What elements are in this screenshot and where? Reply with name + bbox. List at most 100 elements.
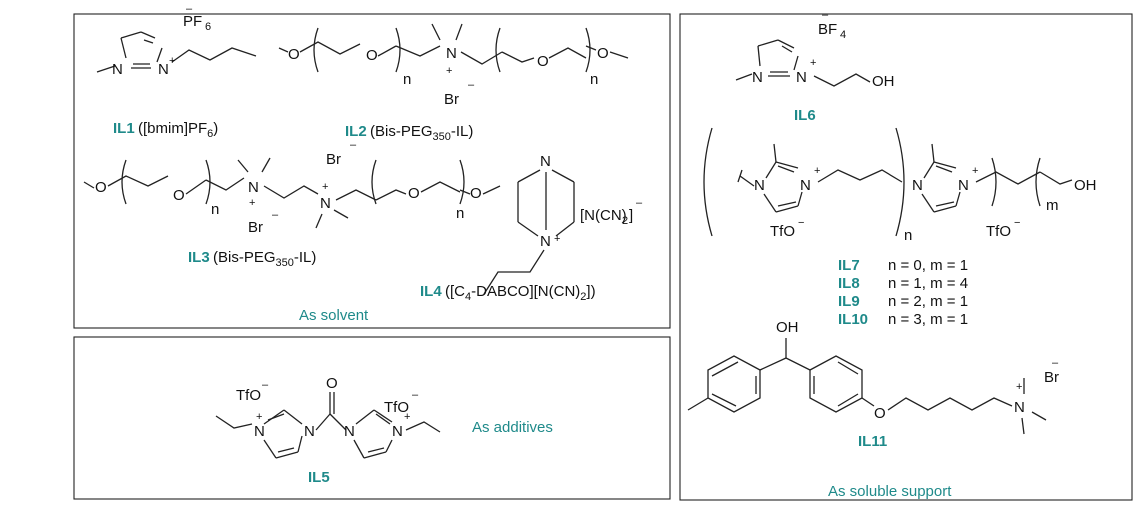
svg-text:N: N [540, 233, 551, 250]
svg-text:O: O [326, 375, 338, 392]
svg-text:]: ] [629, 207, 633, 224]
additives-box [73, 336, 671, 500]
il1-label: IL1 [113, 120, 135, 137]
il6-label: IL6 [794, 107, 816, 124]
svg-text:4: 4 [840, 29, 846, 41]
variants-list: IL7 n = 0, m = 1 IL8 n = 1, m = 4 IL9 n … [838, 257, 968, 328]
svg-text:N: N [304, 423, 315, 440]
section-support: As soluble support [828, 483, 952, 500]
il2-structure: O O n N + Br – O n O [278, 23, 629, 108]
variant-text: n = 1, m = 4 [888, 275, 968, 292]
svg-text:Br: Br [444, 91, 459, 108]
variant-label: IL8 [838, 275, 860, 292]
svg-text:+: + [256, 411, 262, 423]
il5-structure: TfO – N + N O N N + TfO – [215, 375, 441, 459]
svg-text:+: + [169, 55, 175, 67]
variant-label: IL10 [838, 311, 868, 328]
variant-label: IL7 [838, 257, 860, 274]
svg-text:–: – [186, 3, 193, 15]
svg-text:−: − [1014, 217, 1020, 229]
svg-text:m: m [1046, 197, 1059, 214]
variant-text: n = 2, m = 1 [888, 293, 968, 310]
svg-text:+: + [249, 197, 255, 209]
svg-text:+: + [1016, 381, 1022, 393]
svg-text:OH: OH [776, 319, 799, 336]
section-additives: As additives [472, 419, 553, 436]
svg-text:+: + [404, 411, 410, 423]
svg-text:N: N [912, 177, 923, 194]
section-solvent: As solvent [299, 307, 369, 324]
svg-text:+: + [554, 233, 560, 245]
il4-label: IL4 [420, 283, 442, 300]
svg-text:O: O [288, 46, 300, 63]
svg-text:–: – [350, 139, 357, 151]
svg-text:N: N [800, 177, 811, 194]
svg-text:N: N [158, 61, 169, 78]
il2-label: IL2 [345, 123, 367, 140]
svg-text:O: O [173, 187, 185, 204]
svg-text:TfO: TfO [236, 387, 261, 404]
svg-text:PF: PF [183, 13, 202, 30]
svg-text:N: N [344, 423, 355, 440]
svg-text:O: O [470, 185, 482, 202]
variant-label: IL9 [838, 293, 860, 310]
svg-text:N: N [392, 423, 403, 440]
svg-text:O: O [95, 179, 107, 196]
svg-text:n: n [211, 201, 219, 218]
il11-label: IL11 [858, 433, 887, 450]
svg-text:N: N [254, 423, 265, 440]
variant-text: n = 0, m = 1 [888, 257, 968, 274]
svg-text:N: N [320, 195, 331, 212]
solvent-box [73, 13, 671, 329]
svg-text:N: N [754, 177, 765, 194]
svg-text:–: – [822, 9, 829, 21]
il11-structure: OH O N + Br – [687, 319, 1059, 435]
svg-text:Br: Br [248, 219, 263, 236]
svg-text:OH: OH [1074, 177, 1097, 194]
svg-text:N: N [1014, 399, 1025, 416]
svg-text:N: N [540, 153, 551, 170]
svg-text:–: – [262, 379, 269, 391]
svg-text:N: N [112, 61, 123, 78]
svg-text:BF: BF [818, 21, 837, 38]
il3-label: IL3 [188, 249, 210, 266]
support-box [679, 13, 1133, 501]
svg-text:O: O [874, 405, 886, 422]
svg-text:+: + [814, 165, 820, 177]
svg-text:n: n [456, 205, 464, 222]
il1-structure: N N + PF 6 – [96, 3, 257, 78]
svg-text:N: N [248, 179, 259, 196]
svg-text:n: n [403, 71, 411, 88]
svg-text:–: – [636, 197, 643, 209]
svg-text:+: + [972, 165, 978, 177]
svg-text:TfO: TfO [770, 223, 795, 240]
il3-caption: (Bis-PEG350-IL) [213, 249, 316, 269]
svg-text:Br: Br [326, 151, 341, 168]
svg-text:6: 6 [205, 21, 211, 33]
svg-text:TfO: TfO [986, 223, 1011, 240]
svg-text:–: – [272, 209, 279, 221]
svg-text:O: O [366, 47, 378, 64]
il2-caption: (Bis-PEG350-IL) [370, 123, 473, 143]
il4-caption: ([C4-DABCO][N(CN)2]) [445, 283, 596, 303]
svg-text:n: n [904, 227, 912, 244]
svg-text:N: N [446, 45, 457, 62]
il3-structure: O O n N + Br – N + Br – O n O [83, 139, 501, 236]
il6-structure: N N + OH BF 4 – [735, 9, 895, 90]
svg-text:O: O [537, 53, 549, 70]
svg-text:+: + [322, 181, 328, 193]
svg-text:2: 2 [622, 215, 628, 227]
svg-text:–: – [468, 79, 475, 91]
svg-text:O: O [597, 45, 609, 62]
svg-text:O: O [408, 185, 420, 202]
svg-text:N: N [752, 69, 763, 86]
svg-text:−: − [798, 217, 804, 229]
svg-text:TfO: TfO [384, 399, 409, 416]
svg-text:+: + [446, 65, 452, 77]
svg-text:–: – [412, 389, 419, 401]
il4-structure: N N + [N(CN) 2 ] – [483, 153, 643, 295]
svg-text:n: n [590, 71, 598, 88]
svg-text:Br: Br [1044, 369, 1059, 386]
